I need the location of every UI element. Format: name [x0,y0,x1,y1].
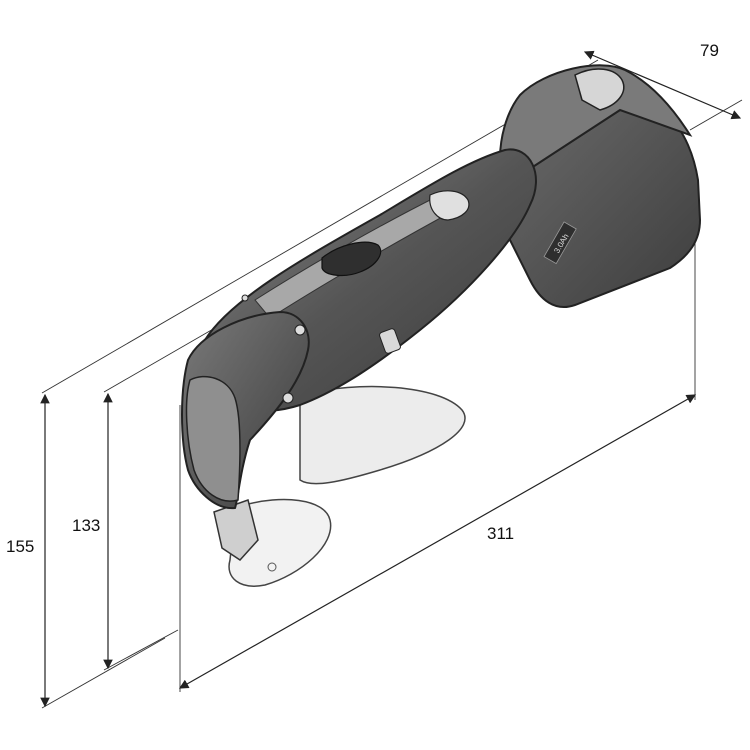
extension-line [103,629,179,671]
width-label: 79 [700,41,719,60]
screw-icon [294,324,306,336]
length-label: 311 [487,524,514,543]
battery-release-button [574,68,625,111]
brand-logo-icon [379,328,401,354]
screw-icon [241,294,249,302]
dimension-height-total: 155 [6,74,591,709]
speed-dial [429,190,470,221]
head-front-face [185,375,241,502]
height-total-label: 155 [6,537,34,556]
power-switch [321,241,382,277]
extension-line [41,74,591,394]
cutting-jaw [213,499,259,561]
shoe-hole [267,562,277,572]
dimension-length: 311 [178,190,697,692]
blade-plate [299,385,466,485]
height-body-label: 133 [72,516,100,535]
dimension-line [178,394,697,689]
battery-top [499,64,693,187]
tool-illustration: 3.0Ah [181,64,702,587]
battery-label-badge [543,221,577,265]
screw-icon [282,392,294,404]
extension-line [41,637,166,709]
dimension-line [583,50,742,120]
